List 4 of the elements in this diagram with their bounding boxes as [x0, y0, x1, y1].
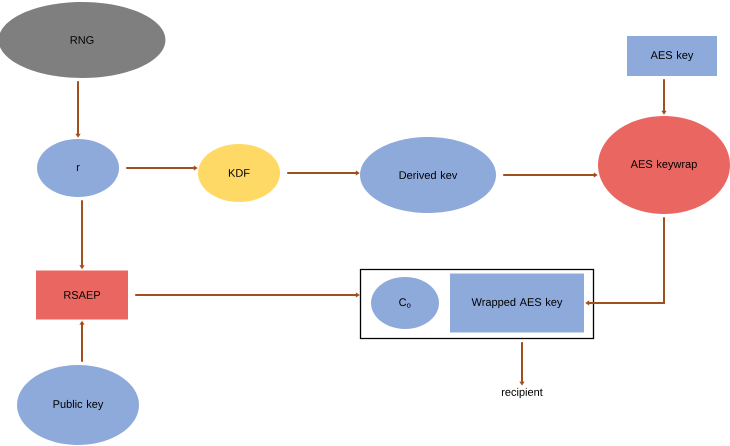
process-box: AES key — [627, 36, 717, 76]
text-label: recipient — [502, 388, 543, 398]
process-box: RSAEP — [36, 270, 128, 320]
process-box: Wrapped AES key — [450, 273, 584, 332]
